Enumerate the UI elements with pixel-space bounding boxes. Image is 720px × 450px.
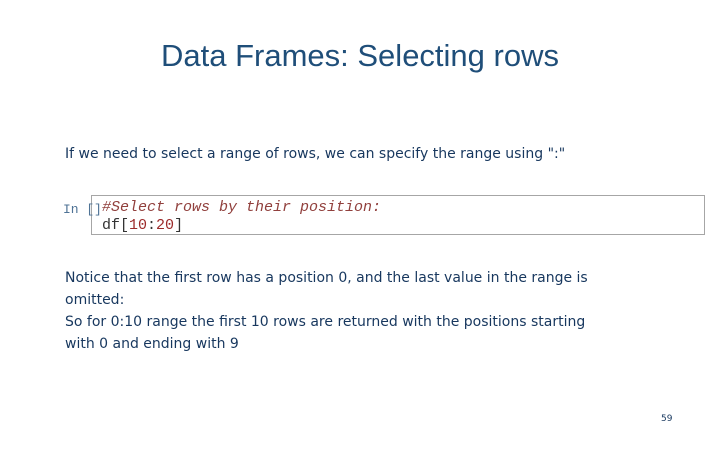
slide-title: Data Frames: Selecting rows xyxy=(161,38,559,73)
notes-line: omitted: xyxy=(65,292,125,308)
notes-paragraph: Notice that the first row has a position… xyxy=(65,267,588,355)
code-token: ] xyxy=(174,217,184,234)
notes-line: Notice that the first row has a position… xyxy=(65,270,588,286)
code-token-number: 20 xyxy=(156,217,175,234)
code-comment-line: #Select rows by their position: xyxy=(102,199,382,216)
notes-line: with 0 and ending with 9 xyxy=(65,336,239,352)
intro-text: If we need to select a range of rows, we… xyxy=(65,146,566,162)
code-cell: #Select rows by their position: df[10:20… xyxy=(91,195,705,235)
code-token-number: 10 xyxy=(129,217,148,234)
code-line: df[10:20] xyxy=(102,217,704,235)
notebook-input-prompt: In [ xyxy=(63,202,103,217)
notes-line: So for 0:10 range the first 10 rows are … xyxy=(65,314,586,330)
code-token: : xyxy=(147,217,157,234)
notebook-input-prompt-bracket: ] xyxy=(94,202,102,217)
page-number: 59 xyxy=(661,414,673,424)
code-token: df[ xyxy=(102,217,130,234)
